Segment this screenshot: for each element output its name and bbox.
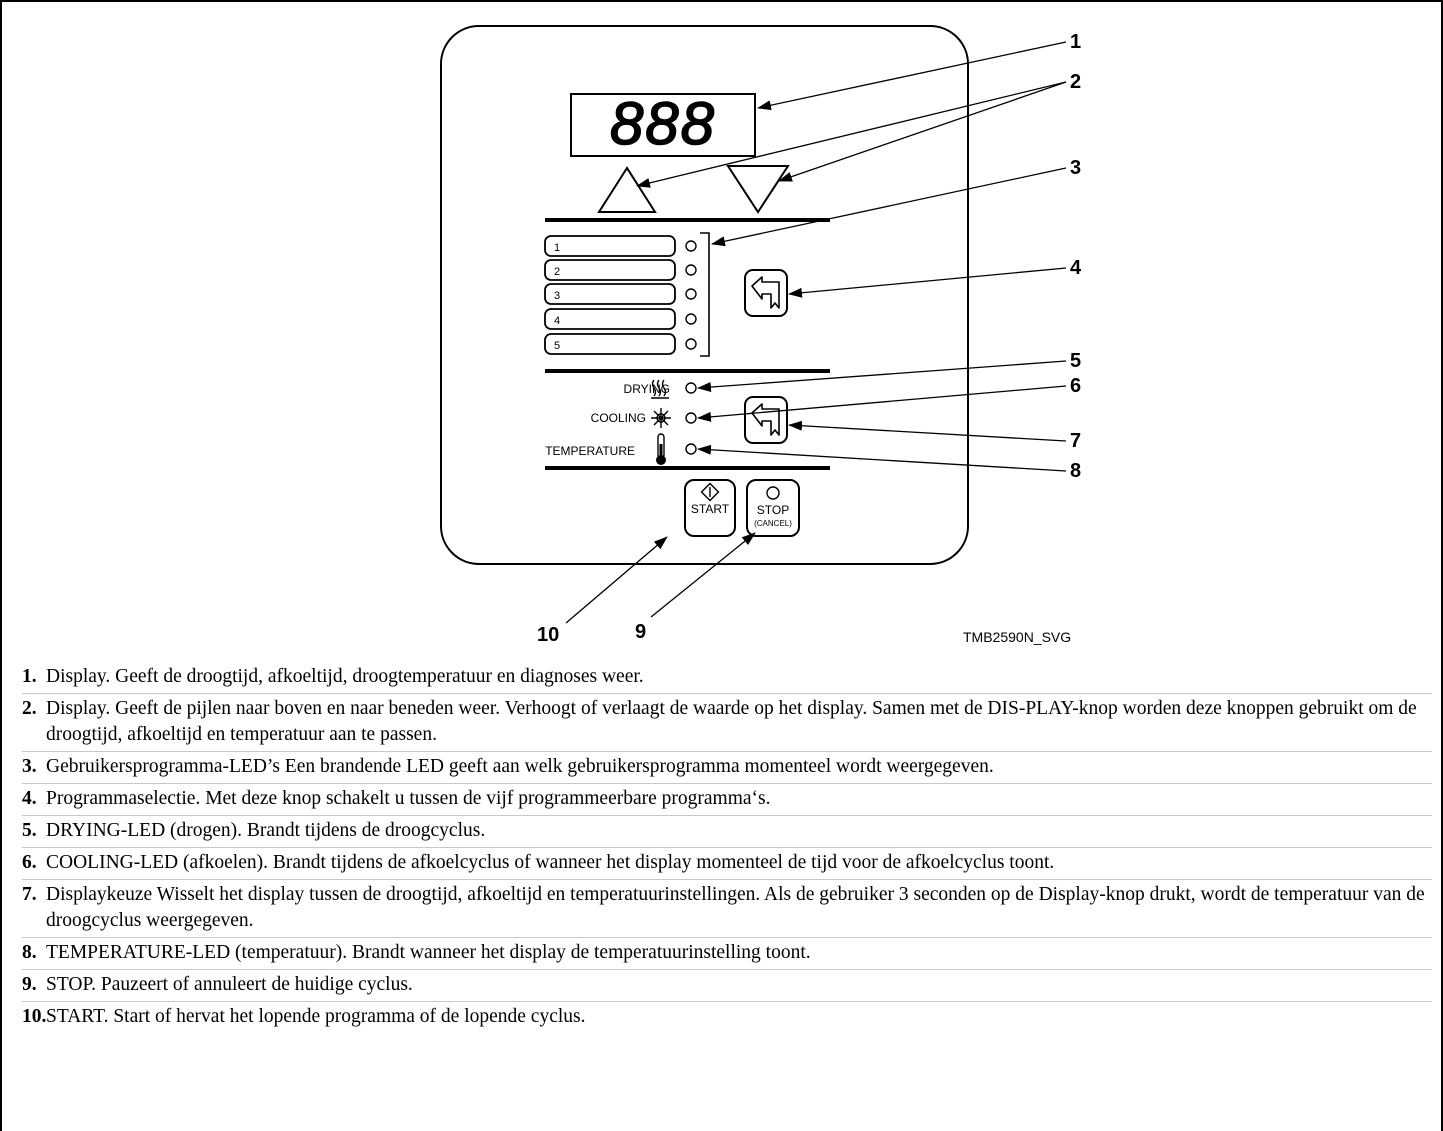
legend-number: 3. bbox=[22, 756, 37, 777]
control-panel-diagram: 888 1 2 3 4 5 DRYING bbox=[440, 25, 1082, 646]
callout-9: 9 bbox=[635, 621, 646, 643]
leader-6 bbox=[697, 385, 1067, 422]
callout-2: 2 bbox=[1070, 71, 1081, 93]
leader-4 bbox=[788, 267, 1067, 298]
callout-7: 7 bbox=[1070, 430, 1081, 452]
legend-number: 10. bbox=[22, 1006, 47, 1027]
legend-number: 8. bbox=[22, 942, 37, 963]
legend-item: 8. TEMPERATURE-LED (temperatuur). Brandt … bbox=[22, 938, 1432, 970]
legend-item: 4. Programmaselectie. Met deze knop schak… bbox=[22, 784, 1432, 816]
program-slot-list: 1 2 3 4 5 bbox=[544, 232, 710, 357]
leader-5 bbox=[697, 360, 1067, 393]
figure-reference: TMB2590N_SVG bbox=[963, 629, 1071, 645]
legend-number: 6. bbox=[22, 852, 37, 873]
leader-8 bbox=[697, 444, 1067, 472]
program-slot-1[interactable] bbox=[544, 235, 676, 257]
legend-item: 9. STOP. Pauzeert of annuleert de huidige… bbox=[22, 970, 1432, 1002]
stop-label: STOP bbox=[757, 503, 789, 517]
divider-top bbox=[545, 218, 830, 222]
legend-number: 5. bbox=[22, 820, 37, 841]
start-label: START bbox=[691, 502, 730, 516]
drying-led bbox=[685, 382, 697, 394]
temperature-label: TEMPERATURE bbox=[545, 444, 635, 458]
stop-icon bbox=[766, 486, 780, 500]
legend-item: 10.START. Start of hervat het lopende pr… bbox=[22, 1002, 1432, 1033]
callout-1: 1 bbox=[1070, 31, 1081, 53]
stop-sublabel: (CANCEL) bbox=[754, 519, 792, 528]
temperature-led bbox=[685, 443, 697, 455]
program-slot-1-label: 1 bbox=[554, 242, 560, 254]
callout-10: 10 bbox=[537, 624, 559, 646]
legend-item: 7. Displaykeuze Wisselt het display tusse… bbox=[22, 880, 1432, 938]
legend-text: START. Start of hervat het lopende progr… bbox=[46, 1006, 586, 1027]
display-select-button[interactable] bbox=[744, 396, 788, 444]
thermometer-icon bbox=[656, 433, 666, 465]
leader-2b bbox=[778, 81, 1067, 182]
program-slot-2-label: 2 bbox=[554, 266, 560, 278]
legend-list: 1. Display. Geeft de droogtijd, afkoeltij… bbox=[22, 662, 1432, 1033]
program-slot-5-label: 5 bbox=[554, 340, 560, 352]
divider-middle bbox=[545, 369, 830, 373]
legend-number: 9. bbox=[22, 974, 37, 995]
control-panel-outline bbox=[440, 25, 969, 565]
legend-text: Display. Geeft de pijlen naar boven en n… bbox=[46, 698, 1417, 745]
legend-text: Programmaselectie. Met deze knop schakel… bbox=[46, 788, 771, 809]
legend-text: Display. Geeft de droogtijd, afkoeltijd,… bbox=[46, 666, 644, 687]
legend-item: 3. Gebruikersprogramma-LED’s Een brandend… bbox=[22, 752, 1432, 784]
leader-lines bbox=[565, 41, 1067, 624]
legend-number: 4. bbox=[22, 788, 37, 809]
legend-text: DRYING-LED (drogen). Brandt tijdens de d… bbox=[46, 820, 486, 841]
callout-6: 6 bbox=[1070, 375, 1081, 397]
legend-item: 2. Display. Geeft de pijlen naar boven en… bbox=[22, 694, 1432, 752]
leader-7 bbox=[788, 420, 1067, 442]
stop-button[interactable]: STOP (CANCEL) bbox=[746, 479, 800, 537]
cooling-label: COOLING bbox=[591, 411, 646, 425]
display-digits: 888 bbox=[610, 90, 716, 157]
legend-number: 2. bbox=[22, 698, 37, 719]
program-led-5 bbox=[685, 338, 697, 350]
program-slot-5[interactable] bbox=[544, 333, 676, 355]
leader-3 bbox=[711, 167, 1067, 247]
legend-text: STOP. Pauzeert of annuleert de huidige c… bbox=[46, 974, 413, 995]
legend-text: Displaykeuze Wisselt het display tussen … bbox=[46, 884, 1425, 931]
program-slot-4-label: 4 bbox=[554, 315, 560, 327]
legend-item: 6. COOLING-LED (afkoelen). Brandt tijdens… bbox=[22, 848, 1432, 880]
program-slot-3-label: 3 bbox=[554, 290, 560, 302]
start-button[interactable]: START bbox=[684, 479, 736, 537]
leader-9 bbox=[650, 532, 756, 618]
program-led-4 bbox=[685, 313, 697, 325]
down-arrow-button[interactable] bbox=[726, 165, 790, 214]
start-icon bbox=[700, 482, 720, 502]
program-select-button[interactable] bbox=[744, 269, 788, 317]
leader-10 bbox=[565, 536, 668, 624]
up-arrow-button[interactable] bbox=[597, 166, 657, 213]
legend-item: 5. DRYING-LED (drogen). Brandt tijdens de… bbox=[22, 816, 1432, 848]
snowflake-icon bbox=[651, 408, 671, 428]
program-led-bracket bbox=[700, 232, 710, 357]
program-led-2 bbox=[685, 264, 697, 276]
legend-number: 7. bbox=[22, 884, 37, 905]
program-slot-3[interactable] bbox=[544, 283, 676, 305]
callout-4: 4 bbox=[1070, 257, 1082, 279]
callout-5: 5 bbox=[1070, 350, 1081, 372]
leader-2a bbox=[636, 81, 1067, 188]
program-led-1 bbox=[685, 240, 697, 252]
legend-text: TEMPERATURE-LED (temperatuur). Brandt wa… bbox=[46, 942, 811, 963]
callout-8: 8 bbox=[1070, 460, 1081, 482]
drying-icon bbox=[651, 379, 669, 399]
legend-text: COOLING-LED (afkoelen). Brandt tijdens d… bbox=[46, 852, 1055, 873]
program-slot-2[interactable] bbox=[544, 259, 676, 281]
program-led-3 bbox=[685, 288, 697, 300]
cooling-led bbox=[685, 412, 697, 424]
divider-bottom bbox=[545, 466, 830, 470]
leader-1 bbox=[757, 41, 1067, 111]
program-select-icon bbox=[751, 276, 780, 309]
digital-display: 888 bbox=[570, 89, 756, 158]
legend-number: 1. bbox=[22, 666, 37, 687]
legend-item: 1. Display. Geeft de droogtijd, afkoeltij… bbox=[22, 662, 1432, 694]
legend-text: Gebruikersprogramma-LED’s Een brandende … bbox=[46, 756, 994, 777]
callout-3: 3 bbox=[1070, 157, 1081, 179]
program-slot-4[interactable] bbox=[544, 308, 676, 330]
